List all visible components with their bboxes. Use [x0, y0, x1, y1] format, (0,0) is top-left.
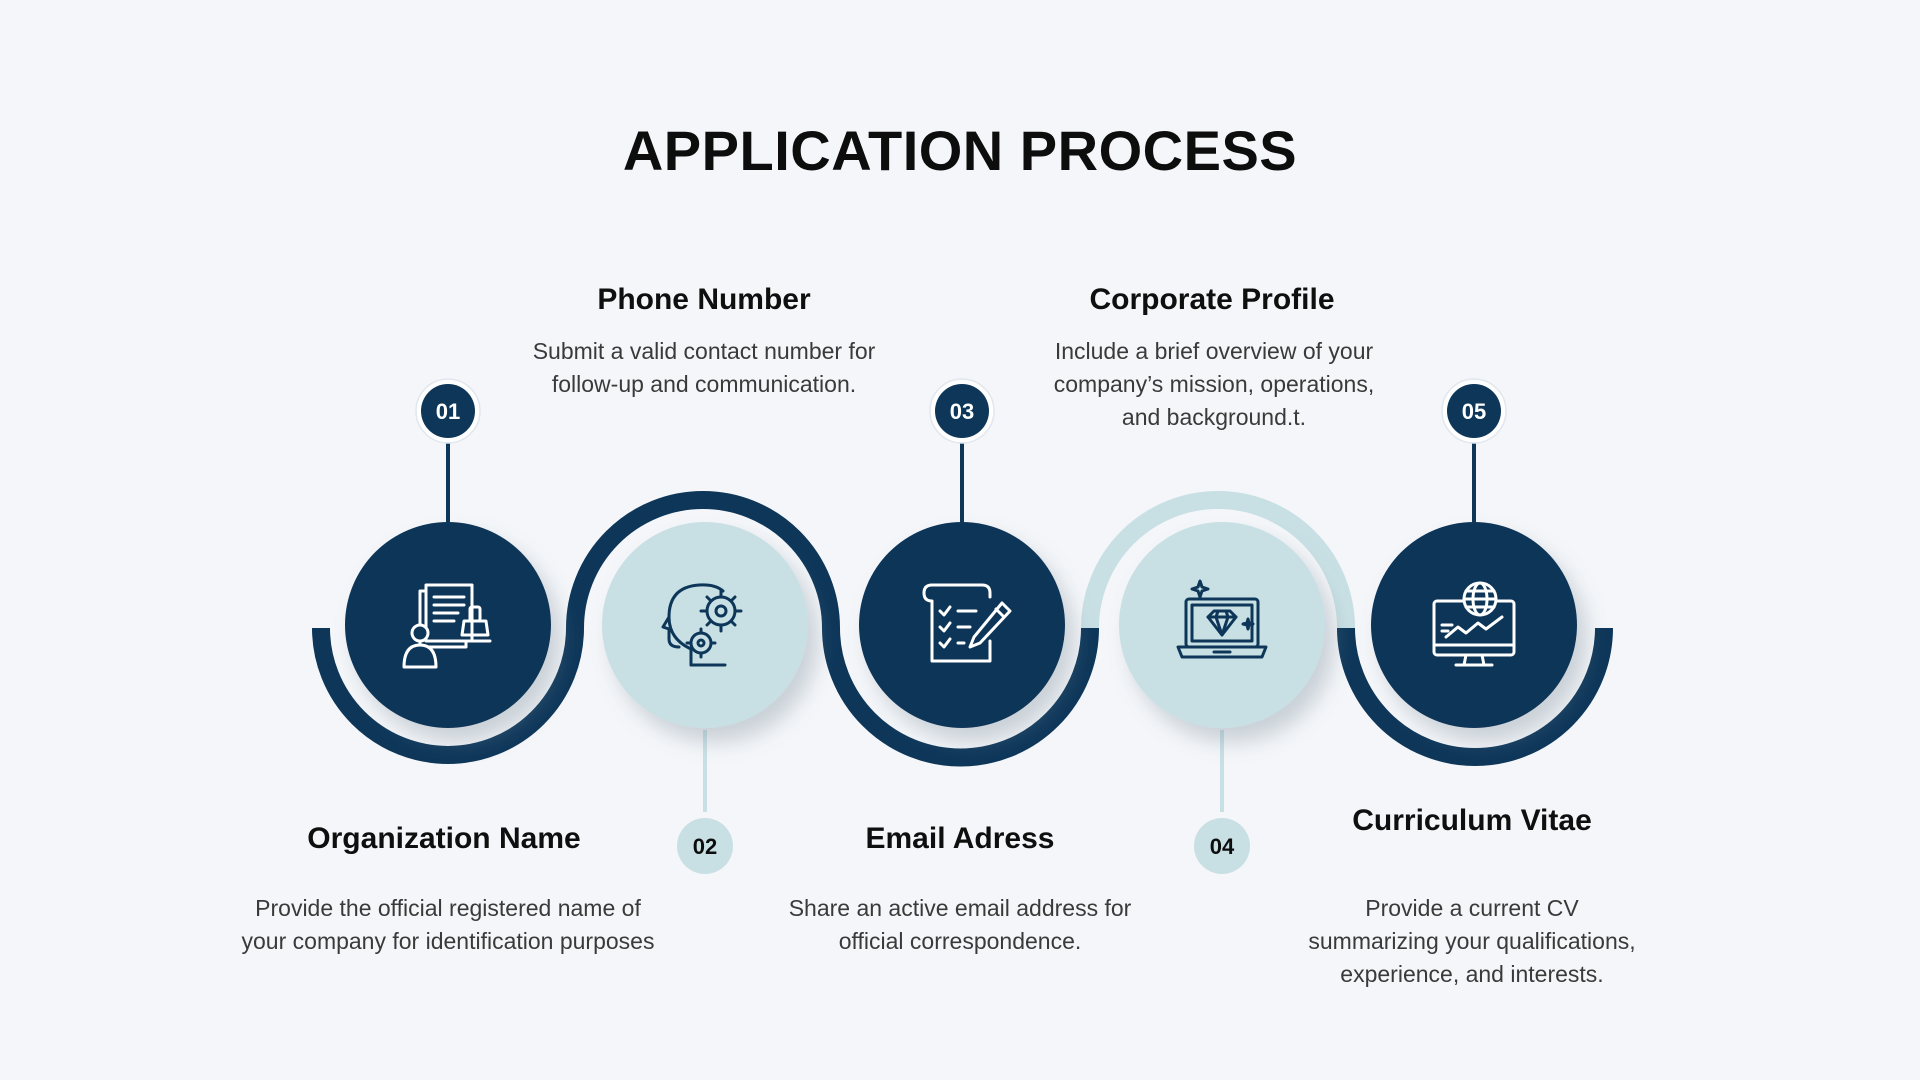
- badge-number: 03: [950, 399, 974, 424]
- step-01-description: Provide the official registered name of …: [241, 895, 655, 954]
- arc-step-05: [1337, 627, 1613, 766]
- step-04-title: Corporate Profile: [1089, 283, 1335, 316]
- step-05-description: Provide a current CV summarizing your qu…: [1308, 895, 1636, 987]
- badge-01: 01: [415, 378, 481, 444]
- badge-03: 03: [929, 378, 995, 444]
- head-gears-icon: [661, 583, 743, 667]
- step-02-description: Submit a valid contact number for follow…: [532, 338, 876, 397]
- step-03-description: Share an active email address for offici…: [788, 895, 1132, 954]
- arc-step-02: [566, 491, 840, 629]
- checklist-pen-icon: [922, 583, 1012, 663]
- circle-step-04: [1119, 522, 1325, 728]
- laptop-diamond-icon: [1176, 579, 1268, 659]
- badge-number: 05: [1462, 399, 1486, 424]
- step-05-title: Curriculum Vitae: [1352, 804, 1592, 837]
- page-title: APPLICATION PROCESS: [622, 119, 1298, 182]
- badge-number: 01: [436, 399, 460, 424]
- monitor-globe-icon: [1432, 581, 1516, 667]
- step-02-title: Phone Number: [597, 283, 811, 316]
- badge-04: 04: [1194, 818, 1250, 874]
- arc-step-03: [822, 627, 1099, 767]
- step-04-description: Include a brief overview of your company…: [1053, 338, 1375, 430]
- arc-step-01: [312, 627, 584, 764]
- circle-step-03: [859, 522, 1065, 728]
- badge-05: 05: [1441, 378, 1507, 444]
- badge-number: 04: [1210, 834, 1235, 859]
- circle-step-02: [602, 522, 808, 728]
- badge-number: 02: [693, 834, 717, 859]
- step-03-title: Email Adress: [865, 822, 1055, 855]
- badge-02: 02: [677, 818, 733, 874]
- id-stamp-icon: [402, 583, 492, 669]
- step-01-title: Organization Name: [307, 822, 581, 855]
- arc-step-04: [1081, 491, 1355, 629]
